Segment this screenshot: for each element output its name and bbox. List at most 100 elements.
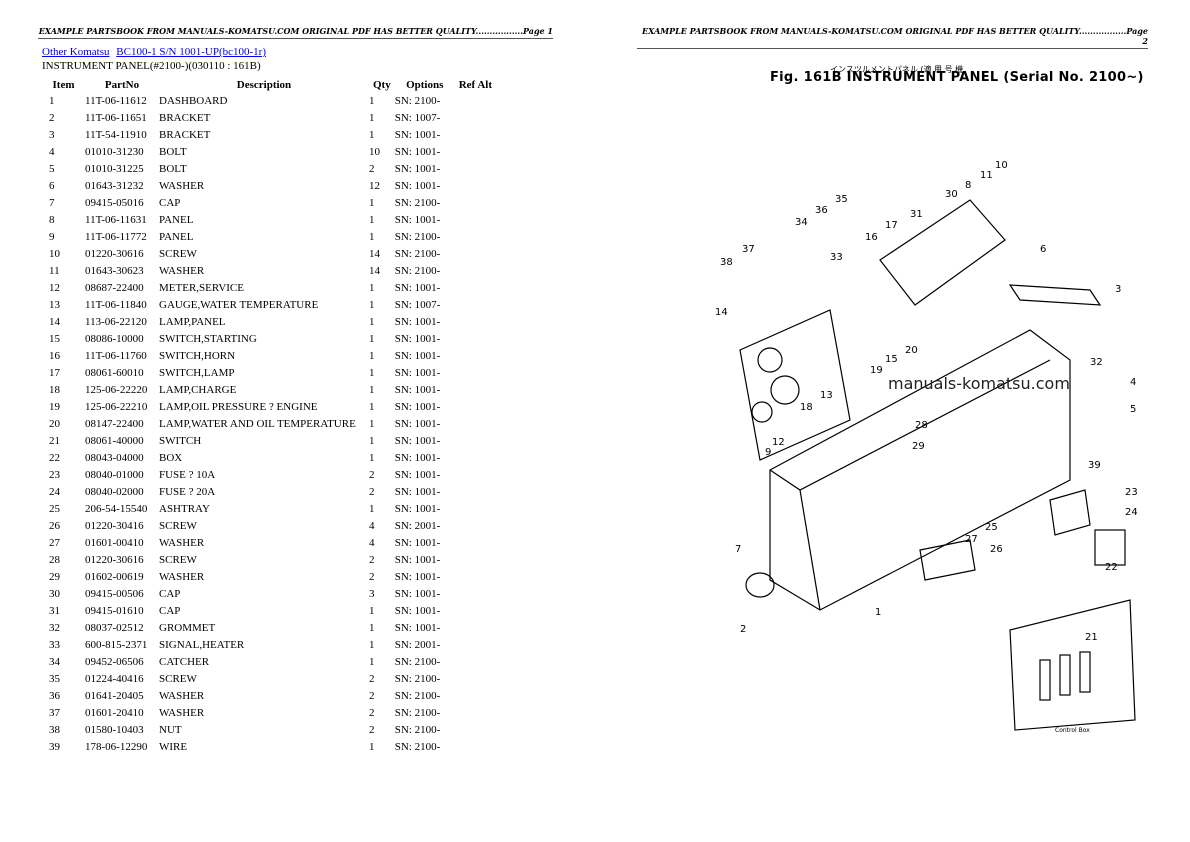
cell-part: 09415-01610 (85, 604, 144, 617)
callout-number: 19 (870, 365, 883, 376)
cell-qty: 2 (369, 689, 375, 702)
cell-opt: SN: 1001- (394, 145, 441, 158)
cell-part: 600-815-2371 (85, 638, 148, 651)
cell-part: 08040-02000 (85, 485, 144, 498)
cell-part: 08061-40000 (85, 434, 144, 447)
cell-part: 08037-02512 (85, 621, 144, 634)
cell-qty: 2 (369, 553, 375, 566)
callout-number: 26 (990, 544, 1003, 555)
cell-desc: WASHER (159, 706, 205, 719)
column-header: Item (52, 78, 75, 91)
callout-number: 15 (885, 354, 898, 365)
callout-number: 18 (800, 402, 813, 413)
cell-part: 01643-30623 (85, 264, 144, 277)
cell-opt: SN: 1001- (394, 332, 441, 345)
cell-item: 32 (49, 621, 60, 634)
cell-opt: SN: 2100- (394, 706, 441, 719)
callout-number: 16 (865, 232, 878, 243)
cell-qty: 1 (369, 383, 375, 396)
cell-opt: SN: 2100- (394, 723, 441, 736)
cell-opt: SN: 1007- (394, 298, 441, 311)
cell-qty: 1 (369, 298, 375, 311)
watermark: manuals-komatsu.com (888, 374, 1070, 393)
cell-item: 27 (49, 536, 60, 549)
callout-number: 39 (1088, 460, 1101, 471)
cell-qty: 1 (369, 111, 375, 124)
callout-number: 1 (875, 607, 881, 618)
cell-part: 178-06-12290 (85, 740, 148, 753)
cell-qty: 2 (369, 570, 375, 583)
cell-desc: GAUGE,WATER TEMPERATURE (159, 298, 319, 311)
section-title: INSTRUMENT PANEL(#2100-)(030110 : 161B) (42, 60, 261, 72)
cell-desc: SWITCH (159, 434, 202, 447)
cell-desc: BOX (159, 451, 183, 464)
cell-desc: SCREW (159, 672, 197, 685)
cell-part: 01220-30616 (85, 553, 144, 566)
cell-desc: WASHER (159, 536, 205, 549)
cell-item: 18 (49, 383, 60, 396)
cell-item: 17 (49, 366, 60, 379)
cell-desc: BRACKET (159, 128, 211, 141)
cell-part: 206-54-15540 (85, 502, 148, 515)
cell-refalt (455, 670, 496, 687)
cell-refalt (455, 687, 496, 704)
link-other-komatsu[interactable]: Other Komatsu (42, 46, 110, 58)
cell-desc: PANEL (159, 230, 194, 243)
cell-part: 01224-40416 (85, 672, 144, 685)
cell-part: 01641-20405 (85, 689, 144, 702)
cell-qty: 10 (369, 145, 380, 158)
cell-refalt (455, 143, 496, 160)
cell-qty: 1 (369, 604, 375, 617)
callout-number: 3 (1115, 284, 1121, 295)
cell-qty: 3 (369, 587, 375, 600)
cell-desc: CAP (159, 587, 181, 600)
cell-qty: 2 (369, 723, 375, 736)
cell-refalt (455, 245, 496, 262)
cell-item: 25 (49, 502, 60, 515)
cell-refalt (455, 160, 496, 177)
cell-opt: SN: 2100- (394, 247, 441, 260)
cell-desc: SWITCH,STARTING (159, 332, 257, 345)
cell-desc: SCREW (159, 247, 197, 260)
cell-desc: SCREW (159, 519, 197, 532)
cell-item: 11 (49, 264, 60, 277)
cell-item: 39 (49, 740, 60, 753)
cell-qty: 2 (369, 468, 375, 481)
cell-desc: CAP (159, 604, 181, 617)
link-model[interactable]: BC100-1 S/N 1001-UP(bc100-1r) (116, 46, 266, 58)
cell-part: 11T-54-11910 (85, 128, 147, 141)
cell-opt: SN: 2100- (394, 94, 441, 107)
cell-refalt (455, 466, 496, 483)
cell-part: 08687-22400 (85, 281, 144, 294)
cell-refalt (455, 738, 496, 755)
cell-opt: SN: 2100- (394, 196, 441, 209)
cell-refalt (455, 279, 496, 296)
callout-number: 8 (965, 180, 971, 191)
cell-opt: SN: 2001- (394, 638, 441, 651)
cell-qty: 1 (369, 621, 375, 634)
cell-opt: SN: 1001- (394, 400, 441, 413)
cell-part: 01602-00619 (85, 570, 144, 583)
cell-opt: SN: 1001- (394, 621, 441, 634)
cell-part: 11T-06-11840 (85, 298, 147, 311)
cell-item: 1 (49, 94, 55, 107)
control-box-label: Control Box (1055, 727, 1090, 734)
callout-number: 28 (915, 420, 928, 431)
cell-item: 16 (49, 349, 60, 362)
cell-item: 37 (49, 706, 60, 719)
cell-opt: SN: 2100- (394, 230, 441, 243)
column-header: Options (406, 78, 444, 91)
cell-refalt (455, 381, 496, 398)
